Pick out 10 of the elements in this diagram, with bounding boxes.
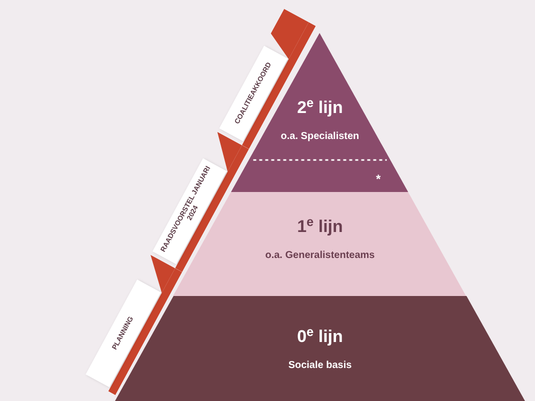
tier-subtitle: o.a. Specialisten bbox=[280, 130, 360, 144]
pyramid-tier bbox=[231, 33, 409, 192]
tier-title: 1$^{e}$ lijn bbox=[297, 216, 343, 238]
footnote-mark: * bbox=[376, 171, 381, 188]
tier-subtitle: Sociale basis bbox=[288, 359, 352, 373]
milestone-tab bbox=[150, 132, 249, 272]
tier-title: 2$^{e}$ lijn bbox=[297, 97, 343, 119]
milestone-tab bbox=[84, 254, 182, 396]
tier-title: 0$^{e}$ lijn bbox=[297, 326, 343, 348]
tier-subtitle: o.a. Generalistenteams bbox=[265, 249, 375, 263]
